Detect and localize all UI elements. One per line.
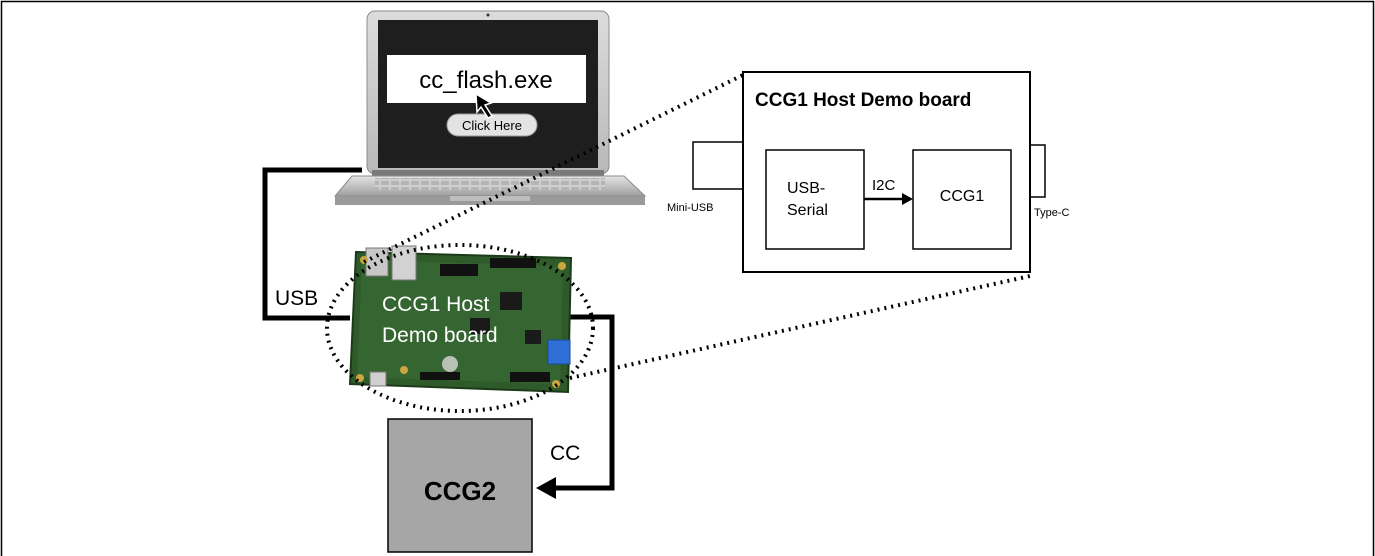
laptop-keyboard	[375, 178, 605, 190]
board-detail-title: CCG1 Host Demo board	[755, 90, 971, 111]
pcb-connector	[369, 371, 387, 387]
mini-usb-connector	[692, 141, 744, 190]
mouse-pointer-icon	[475, 92, 494, 119]
i2c-arrowhead	[902, 193, 913, 205]
i2c-label: I2C	[872, 177, 896, 194]
pcb-shade	[357, 260, 563, 384]
click-here-label: Click Here	[462, 118, 522, 133]
ccg2-box	[387, 418, 533, 553]
pcb-chip	[500, 292, 522, 310]
mini-usb-label: Mini-USB	[667, 202, 713, 214]
pcb-connector	[547, 339, 571, 365]
pcb-header	[420, 372, 460, 380]
pcb-chip	[470, 318, 490, 334]
board-detail: CCG1 Host Demo board USB- Serial CCG1 I2…	[667, 71, 1070, 273]
cc-connection-line	[550, 314, 615, 491]
pcb-mount-hole	[400, 366, 408, 374]
pcb-header	[440, 264, 478, 276]
pcb-mount-hole	[558, 262, 566, 270]
filename-text: cc_flash.exe	[419, 67, 552, 94]
pcb-connector	[391, 245, 417, 281]
usb-connection-line	[262, 167, 362, 321]
pcb-header	[510, 372, 550, 382]
filename-box	[387, 55, 586, 103]
board-photo-label-line1: CCG1 Host	[382, 293, 490, 316]
cc-arrowhead	[536, 477, 556, 499]
cc-label: CC	[550, 442, 580, 465]
usb-serial-label-line1: USB-	[787, 180, 825, 197]
usb-label: USB	[275, 287, 318, 310]
zoom-line-bottom	[569, 274, 1031, 380]
ccg1-block	[912, 149, 1012, 250]
type-c-connector	[1029, 144, 1046, 198]
usb-serial-label-line2: Serial	[787, 202, 828, 219]
click-here-button[interactable]	[446, 113, 538, 137]
laptop-camera	[486, 13, 490, 17]
usb-serial-block	[765, 149, 865, 250]
board-photo-label-line2: Demo board	[382, 324, 498, 347]
laptop: cc_flash.exe Click Here	[333, 10, 647, 205]
zoom-line-top	[363, 72, 746, 264]
laptop-hinge	[372, 170, 604, 176]
ccg1-label: CCG1	[940, 188, 985, 205]
type-c-label: Type-C	[1034, 207, 1070, 219]
host-board-photo: CCG1 Host Demo board	[348, 245, 573, 394]
board-highlight-ellipse	[325, 243, 595, 413]
ccg2-label: CCG2	[424, 476, 496, 506]
pcb-chip	[525, 330, 541, 344]
pcb-logo	[442, 356, 458, 372]
pcb-header	[490, 258, 536, 268]
